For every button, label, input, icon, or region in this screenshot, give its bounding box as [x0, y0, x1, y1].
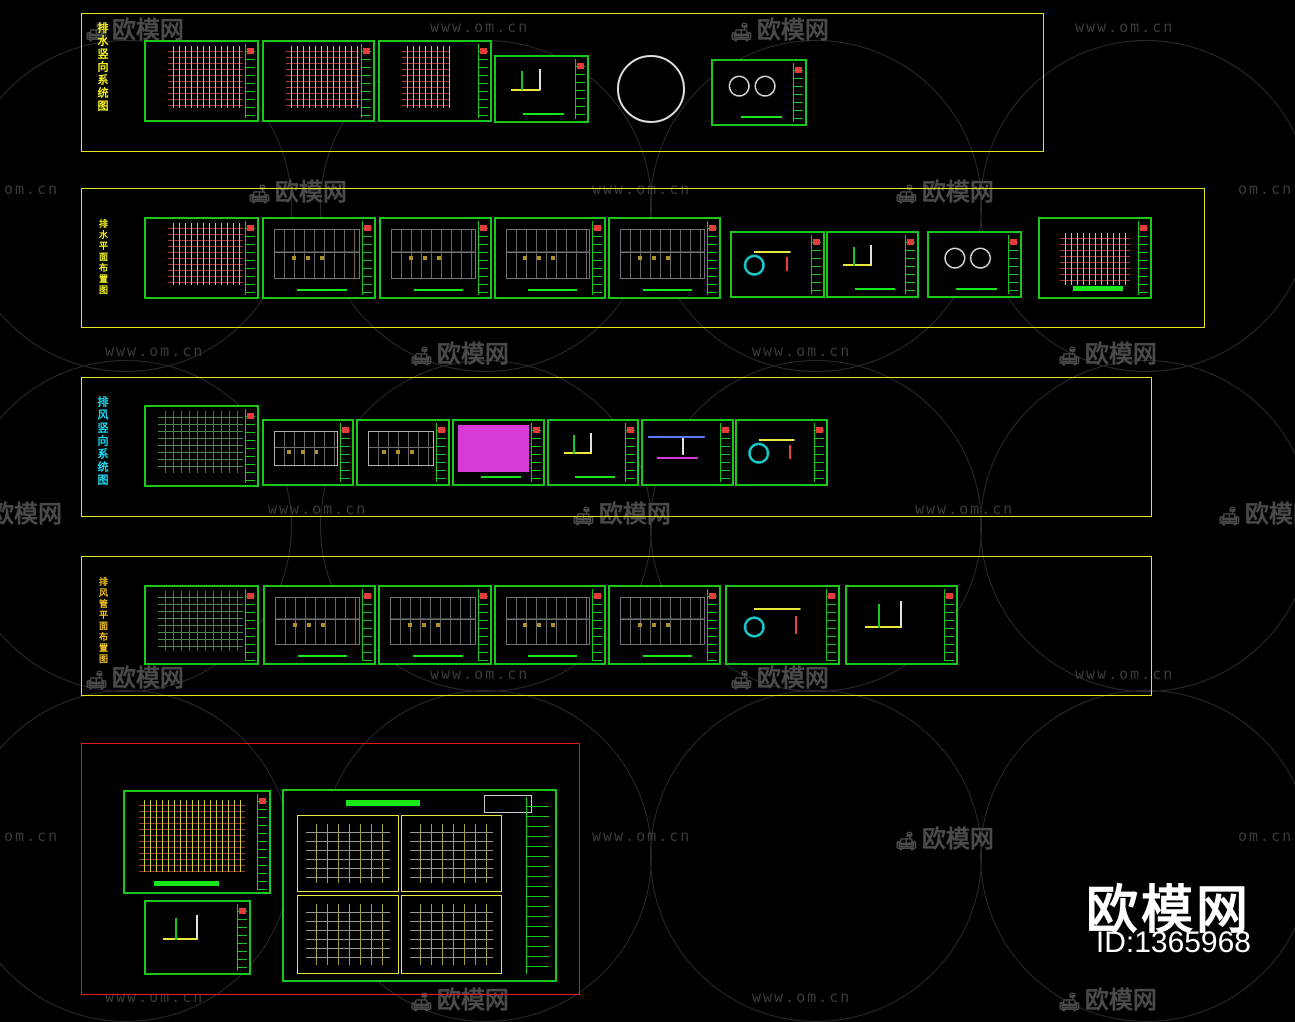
- drawing-sheet[interactable]: [144, 585, 259, 665]
- drawing-sheet[interactable]: [262, 217, 376, 299]
- drawing-sheet[interactable]: [730, 231, 825, 298]
- watermark-url: om.cn: [1238, 827, 1294, 845]
- elevation-view[interactable]: [297, 895, 399, 974]
- watermark-url: www.om.cn: [105, 342, 205, 360]
- drawing-sheet[interactable]: [608, 217, 721, 299]
- drawing-sheet[interactable]: [494, 585, 606, 665]
- circle-detail-drawing[interactable]: [617, 55, 685, 123]
- drawing-sheet[interactable]: [262, 419, 354, 486]
- drawing-sheet[interactable]: [144, 405, 259, 487]
- watermark-url: om.cn: [4, 827, 60, 845]
- brand-name: 欧模网: [1085, 881, 1251, 941]
- drawing-sheet[interactable]: [547, 419, 639, 486]
- drawing-sheet[interactable]: [845, 585, 958, 665]
- sheet-group-drainage-plan[interactable]: 排水平面布置图: [81, 188, 1205, 328]
- group-title: 排风管平面布置图: [97, 577, 107, 665]
- watermark-logo: 🛋欧模网: [1058, 340, 1157, 368]
- drawing-sheet[interactable]: [263, 585, 376, 665]
- sheet-group-drainage-vertical[interactable]: 排水竖向系统图: [81, 13, 1044, 152]
- elevation-view[interactable]: [401, 815, 502, 892]
- watermark-logo: 🛋欧模网: [895, 825, 994, 853]
- watermark-ring: [650, 690, 982, 1022]
- watermark-url: om.cn: [4, 180, 60, 198]
- drawing-sheet[interactable]: [725, 585, 840, 665]
- sheet-group-exhaust-vertical[interactable]: 排风竖向系统图: [81, 377, 1152, 517]
- drawing-sheet[interactable]: [494, 217, 606, 299]
- watermark-ring: [980, 690, 1295, 1022]
- drawing-sheet[interactable]: [641, 419, 734, 486]
- drawing-sheet[interactable]: [378, 40, 492, 122]
- drawing-sheet[interactable]: [356, 419, 450, 486]
- watermark-url: www.om.cn: [1075, 18, 1175, 36]
- watermark-logo: 🛋欧模网: [1058, 986, 1157, 1014]
- drawing-sheet[interactable]: [144, 900, 251, 975]
- drawing-sheet[interactable]: [826, 231, 919, 298]
- watermark-url: om.cn: [1238, 180, 1294, 198]
- watermark-logo: 🛋欧模网: [1218, 500, 1295, 528]
- group-title: 排风竖向系统图: [96, 396, 109, 487]
- watermark-url: www.om.cn: [752, 988, 852, 1006]
- drawing-sheet[interactable]: [927, 231, 1022, 298]
- drawing-sheet[interactable]: [144, 217, 259, 299]
- group-title: 排水平面布置图: [97, 219, 107, 296]
- drawing-sheet[interactable]: [711, 59, 807, 126]
- group-title: 排水竖向系统图: [96, 22, 109, 113]
- drawing-sheet[interactable]: [735, 419, 828, 486]
- drawing-sheet[interactable]: [1038, 217, 1152, 299]
- drawing-sheet[interactable]: [494, 55, 589, 123]
- watermark-url: www.om.cn: [752, 342, 852, 360]
- watermark-logo: 欧模网: [0, 500, 62, 528]
- elevation-view[interactable]: [297, 815, 399, 892]
- drawing-sheet[interactable]: [123, 790, 271, 894]
- drawing-sheet[interactable]: [608, 585, 721, 665]
- drawing-sheet[interactable]: [452, 419, 545, 486]
- drawing-sheet[interactable]: [379, 217, 492, 299]
- watermark-logo: 🛋欧模网: [410, 340, 509, 368]
- brand-id: ID:1365968: [1095, 926, 1251, 959]
- drawing-sheet[interactable]: [378, 585, 492, 665]
- watermark-url: www.om.cn: [592, 827, 692, 845]
- elevation-view[interactable]: [401, 895, 502, 974]
- drawing-sheet[interactable]: [262, 40, 375, 122]
- drawing-sheet[interactable]: [144, 40, 259, 122]
- sheet-group-exhaust-plan[interactable]: 排风管平面布置图: [81, 556, 1152, 696]
- sheet-group-elevations[interactable]: [81, 743, 580, 995]
